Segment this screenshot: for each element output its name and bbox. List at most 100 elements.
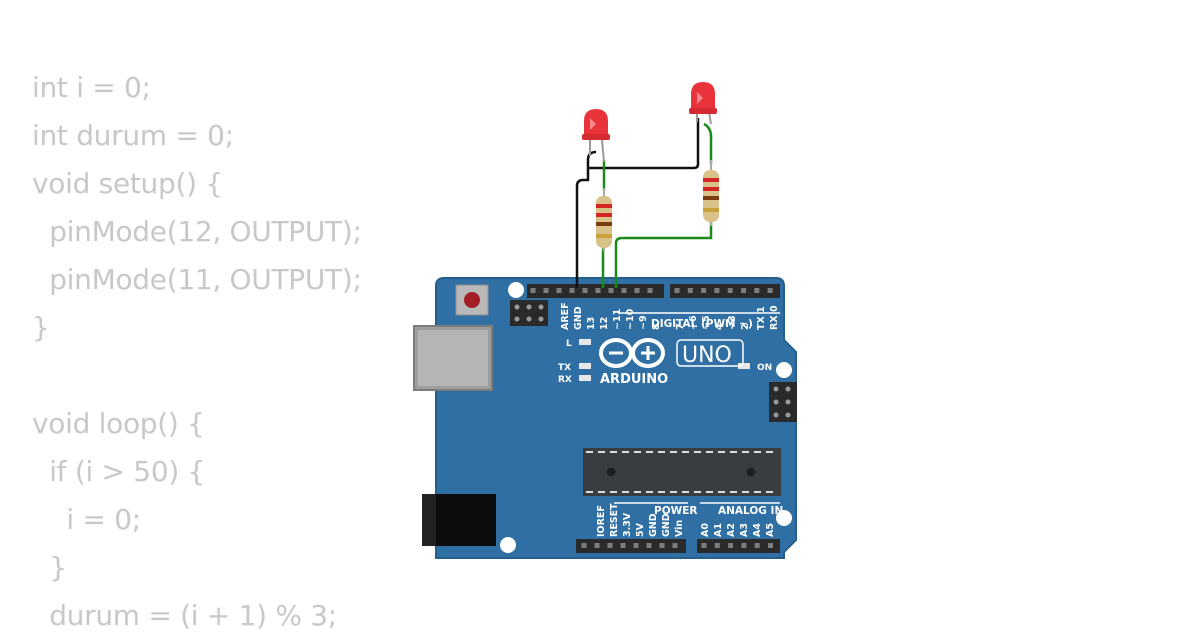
- pin-socket[interactable]: [701, 288, 707, 293]
- pin-socket[interactable]: [582, 288, 588, 293]
- pin-socket[interactable]: [701, 543, 707, 548]
- code-line: int i = 0;: [32, 71, 151, 104]
- red-led-1[interactable]: [582, 109, 610, 163]
- pin-socket[interactable]: [714, 543, 720, 548]
- code-line: void setup() {: [32, 167, 223, 200]
- pin-socket[interactable]: [633, 543, 639, 548]
- reset-button[interactable]: [455, 284, 489, 316]
- pin-socket[interactable]: [741, 288, 746, 293]
- pin-label: A4: [752, 523, 763, 537]
- wires: [575, 118, 713, 288]
- resistor-2[interactable]: [703, 160, 719, 226]
- icsp-header-right: [769, 382, 797, 422]
- pin-label: 7: [675, 323, 686, 330]
- black-wire-gnd-led1[interactable]: [575, 150, 597, 288]
- pin-socket[interactable]: [634, 288, 640, 293]
- pin-label: A2: [726, 523, 737, 537]
- code-editor[interactable]: int i = 0; int durum = 0; void setup() {…: [32, 64, 362, 640]
- code-line: void loop() {: [32, 407, 205, 440]
- rx-led: [579, 375, 591, 381]
- bottom-pin-sockets: [581, 543, 773, 548]
- microcontroller-chip: [583, 448, 781, 496]
- top-pin-sockets: [530, 288, 773, 293]
- uno-label: UNO: [682, 343, 732, 368]
- pin-socket[interactable]: [620, 543, 626, 548]
- mounting-hole: [776, 362, 792, 378]
- pin-label: AREF: [560, 302, 571, 330]
- tx-led-label: TX: [558, 363, 571, 373]
- analog-pin-header[interactable]: [697, 539, 780, 553]
- green-wire-pin12[interactable]: [601, 245, 606, 288]
- pin-socket[interactable]: [543, 288, 549, 293]
- pin-label: 8: [651, 323, 662, 330]
- pin-socket[interactable]: [595, 288, 601, 293]
- pin-socket[interactable]: [607, 543, 613, 548]
- pin-label: 2: [740, 323, 751, 330]
- code-line: durum = (i + 1) % 3;: [32, 599, 337, 632]
- uno-badge: [676, 339, 744, 367]
- pin-label: TX 1: [756, 306, 767, 330]
- power-jack: [422, 494, 496, 546]
- pin-socket[interactable]: [754, 288, 760, 293]
- resistor-1[interactable]: [596, 188, 612, 252]
- pin-socket[interactable]: [646, 543, 652, 548]
- pin-label: 4: [714, 323, 725, 330]
- pin-socket[interactable]: [674, 288, 680, 293]
- pin-socket[interactable]: [569, 288, 575, 293]
- pin-socket[interactable]: [581, 543, 587, 548]
- pin-socket[interactable]: [767, 288, 773, 293]
- pin-socket[interactable]: [647, 288, 653, 293]
- mounting-hole: [508, 282, 524, 298]
- power-pin-header[interactable]: [576, 539, 686, 553]
- digital-label: DIGITAL (PWM ~): [651, 318, 753, 330]
- pin-label: ~10: [625, 308, 636, 330]
- pin-label: A1: [713, 523, 724, 537]
- pin-label: GND: [573, 306, 584, 330]
- pin-label: A0: [700, 523, 711, 537]
- red-led-2[interactable]: [689, 82, 717, 125]
- green-wire-led2-resistor[interactable]: [703, 122, 713, 164]
- rx-led-label: RX: [558, 375, 572, 385]
- pin-socket[interactable]: [728, 543, 734, 548]
- pin-label: IOREF: [596, 505, 607, 537]
- pin-label: ~3: [727, 315, 738, 330]
- pin-socket[interactable]: [714, 288, 720, 293]
- pin-label: 3.3V: [622, 512, 633, 537]
- pin-socket[interactable]: [741, 543, 747, 548]
- pin-socket[interactable]: [594, 543, 600, 548]
- pin-label: ~9: [638, 315, 649, 330]
- pin-label: RESET: [609, 503, 620, 537]
- code-line: }: [32, 551, 67, 584]
- pin-label: A5: [765, 523, 776, 537]
- black-wire-led2[interactable]: [588, 118, 700, 170]
- pin-socket[interactable]: [659, 543, 665, 548]
- l-led-label: L: [566, 339, 572, 349]
- green-wire-pin11[interactable]: [614, 222, 713, 288]
- on-led: [738, 363, 750, 369]
- icsp-header: [510, 300, 548, 326]
- pin-label: ~6: [688, 315, 699, 330]
- pin-socket[interactable]: [621, 288, 627, 293]
- pin-socket[interactable]: [556, 288, 562, 293]
- pin-socket[interactable]: [530, 288, 536, 293]
- pin-label: 13: [586, 317, 597, 330]
- pin-socket[interactable]: [754, 543, 760, 548]
- arduino-infinity-logo: [599, 338, 665, 368]
- pin-socket[interactable]: [768, 543, 773, 548]
- pin-socket[interactable]: [672, 543, 678, 548]
- pin-socket[interactable]: [608, 288, 614, 293]
- code-line: pinMode(11, OUTPUT);: [32, 263, 362, 296]
- pin-label: Vin: [674, 520, 685, 537]
- pin-socket[interactable]: [687, 288, 693, 293]
- pin-socket[interactable]: [727, 288, 733, 293]
- pin-label: RX 0: [769, 305, 780, 330]
- l-led: [579, 339, 591, 345]
- pin-label: ~5: [701, 315, 712, 330]
- pin-label: ~11: [612, 309, 623, 330]
- mounting-hole: [776, 510, 792, 526]
- analog-label: ANALOG IN: [718, 505, 783, 517]
